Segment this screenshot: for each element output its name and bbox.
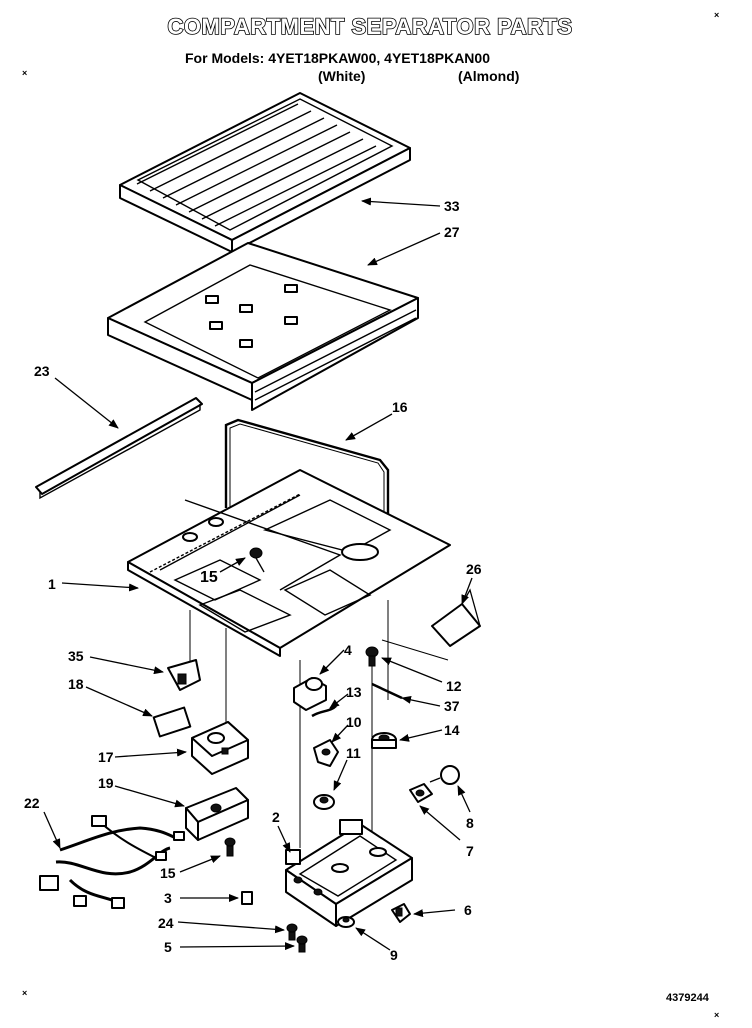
callout-13: 13: [346, 684, 362, 700]
corner-mark-icon: ×: [714, 1010, 720, 1020]
part-5-screw: [296, 935, 308, 953]
leader-lines: [43, 197, 473, 951]
callout-1: 1: [48, 576, 56, 592]
callout-11: 11: [346, 745, 361, 761]
part-11-dial: [313, 794, 335, 810]
part-8-bulb: [429, 765, 460, 785]
part-1-separator-pan: [127, 469, 451, 657]
callout-8: 8: [466, 815, 474, 831]
callout-17: 17: [98, 749, 114, 765]
callout-2: 2: [272, 809, 280, 825]
callout-6: 6: [464, 902, 472, 918]
callout-14: 14: [444, 722, 460, 738]
part-7-socket: [409, 783, 433, 803]
variant-white: (White): [318, 68, 366, 84]
part-16-heater-wire: [224, 418, 390, 580]
callout-18: 18: [68, 676, 84, 692]
part-10-switch: [313, 739, 339, 767]
part-15-screw-lower: [224, 837, 236, 857]
callout-33: 33: [444, 198, 460, 214]
callout-16: 16: [392, 399, 408, 415]
callout-3: 3: [164, 890, 172, 906]
models-line: For Models: 4YET18PKAW00, 4YET18PKAN00: [185, 50, 490, 66]
callout-26: 26: [466, 561, 482, 577]
callout-15-upper: 15: [200, 569, 218, 586]
corner-mark-icon: ×: [714, 10, 720, 20]
callout-15-lower: 15: [160, 865, 176, 881]
part-9-grommet: [337, 916, 355, 928]
part-35-clip: [167, 659, 201, 691]
callout-37: 37: [444, 698, 460, 714]
callout-4: 4: [344, 642, 352, 658]
callout-27: 27: [444, 224, 460, 240]
part-24-screw: [286, 923, 298, 941]
part-3-clip: [241, 891, 253, 905]
callout-35: 35: [68, 648, 84, 664]
corner-mark-icon: ×: [22, 68, 28, 78]
part-26-cover: [431, 603, 481, 647]
part-17-damper-housing: [191, 721, 249, 775]
callout-22: 22: [24, 795, 40, 811]
document-number: 4379244: [666, 992, 709, 1004]
part-12-screw: [365, 646, 379, 667]
callout-numbers: 33 27 23 16 1 15 26 35 4 12 18 13 37 10 …: [24, 198, 482, 963]
callout-5: 5: [164, 939, 172, 955]
page-title: COMPARTMENT SEPARATOR PARTS: [167, 13, 573, 40]
callout-7: 7: [466, 843, 474, 859]
callout-12: 12: [446, 678, 462, 694]
corner-mark-icon: ×: [22, 988, 28, 998]
callout-10: 10: [346, 714, 362, 730]
variant-almond: (Almond): [458, 68, 520, 84]
part-18-gasket: [152, 706, 192, 738]
part-27-separator-frame: [107, 242, 419, 411]
part-33-shelf-grille: [119, 92, 411, 253]
part-4-thermostat: [293, 677, 327, 711]
part-16-heater-wire-inner: [229, 423, 385, 580]
part-23-trim-strip: [35, 397, 203, 500]
part-37-bracket: [371, 682, 403, 700]
callout-24: 24: [158, 915, 174, 931]
callout-9: 9: [390, 947, 398, 963]
part-22-wire-harness: [39, 815, 185, 909]
callout-19: 19: [98, 775, 114, 791]
part-19-damper-control: [185, 787, 249, 841]
callout-23: 23: [34, 363, 50, 379]
part-6-lamp-cover: [391, 903, 411, 923]
part-2-control-housing: [285, 819, 413, 927]
part-14-knob: [371, 732, 397, 749]
part-13-spring: [311, 705, 337, 718]
part-15-screw-upper: [249, 547, 265, 573]
